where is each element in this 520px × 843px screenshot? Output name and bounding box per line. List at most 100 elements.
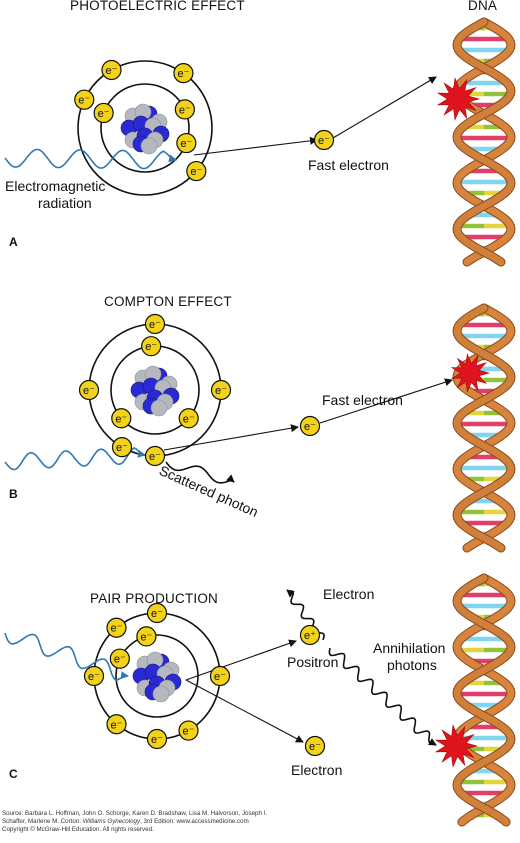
electron-disc [178, 408, 199, 429]
electron-icon: e⁻ [111, 437, 133, 458]
fast-electron-label-b: Fast electron [322, 392, 403, 408]
electron-symbol: e⁻ [149, 451, 161, 463]
electron-icon: e⁻ [111, 408, 132, 429]
electron-disc [144, 313, 166, 335]
electron-symbol: e⁻ [116, 442, 128, 454]
nucleus-icon [120, 103, 170, 155]
dna-helices [452, 17, 516, 827]
electron-icon: e⁻ [176, 132, 197, 154]
electron-symbol: e⁻ [151, 734, 163, 746]
electron-icon: e⁻ [106, 714, 127, 735]
dna-strand [453, 574, 515, 826]
neutron [152, 685, 170, 703]
electron-symbol: e⁻ [180, 138, 192, 150]
electron-symbol: e⁻ [183, 726, 195, 738]
dna-helix [452, 573, 516, 827]
electron-symbol: e⁻ [309, 741, 321, 753]
electron-disc [109, 648, 130, 669]
radiation-label-line1: Electromagnetic [5, 178, 106, 194]
electron-disc [174, 99, 195, 120]
damage-burst-icon [434, 724, 479, 768]
dna-helix [452, 303, 516, 553]
annihilation-label-line2: photons [387, 657, 437, 673]
dna-strand [453, 574, 515, 826]
electron-symbol: e⁻ [145, 341, 157, 353]
electron-icon: e⁻ [174, 99, 195, 120]
neutron [150, 399, 168, 417]
electron-icon: e⁻ [209, 665, 231, 687]
damage-burst-icon [436, 77, 481, 121]
electron-disc [106, 714, 127, 735]
fast-electron-label-a: Fast electron [308, 157, 389, 173]
nucleus-icon [132, 651, 182, 703]
electron-disc [299, 624, 321, 646]
incident-photon-wave [4, 148, 177, 170]
incident-photon-wave-b [4, 446, 146, 471]
panel-letter-a: A [9, 235, 18, 249]
electron-icon: e⁻ [210, 379, 232, 401]
electron-symbol: e⁻ [183, 413, 195, 425]
annihilation-label-line1: Annihilation [373, 640, 446, 656]
positron-path [185, 639, 297, 681]
source-credit: Source: Barbara L. Hoffman, John O. Scho… [2, 810, 432, 834]
ejected-electron-path-b [163, 424, 299, 451]
electron-icon: e⁻ [74, 89, 95, 110]
credit-line-3: Copyright © McGraw-Hill Education. All r… [2, 826, 154, 833]
electron-disc [136, 626, 157, 647]
electron-icon: e⁻ [109, 648, 130, 669]
electron-symbol: e⁻ [190, 166, 202, 178]
electron-disc [299, 415, 321, 437]
electron-disc [78, 379, 100, 401]
electron-icon: e⁻ [178, 408, 199, 429]
electron-icon: e⁻ [141, 336, 162, 357]
electron-disc [304, 735, 326, 757]
radiation-label-line2: radiation [38, 195, 92, 211]
particle-paths [4, 76, 453, 746]
electron-symbol: e⁻ [177, 68, 189, 80]
electron-label-top: Electron [323, 586, 375, 602]
panel-b-title: COMPTON EFFECT [104, 294, 232, 309]
electron-symbol: e⁻ [179, 104, 191, 116]
electron-disc [141, 336, 162, 357]
atom-nuclei [120, 103, 182, 703]
dna-helix [452, 17, 516, 267]
electron-disc [111, 437, 133, 458]
neutron [140, 137, 158, 155]
electron-disc [93, 102, 114, 124]
electron-symbol: e⁻ [88, 671, 100, 683]
electron-icon: e⁻ [101, 59, 122, 81]
electrons: e⁻ e⁻ e⁻ e⁻ e⁻ e⁻ e⁻ e⁻ e⁻ e⁻ e⁻ e⁻ e⁻ e⁻ e⁻ e⁻ e⁻ e⁻ e⁻ e⁻… [74, 59, 335, 757]
electron-disc [146, 728, 168, 750]
panel-letter-b: B [9, 487, 18, 501]
ejected-electron-path-a [193, 136, 318, 156]
electron-icon: e⁻ [146, 728, 168, 750]
credit-line-1: Source: Barbara L. Hoffman, John O. Scho… [2, 810, 268, 817]
electron-icon: e⁻ [186, 160, 207, 182]
incident-photon-wave-c [4, 632, 129, 682]
inner-orbit [100, 83, 190, 173]
electron-icon: e⁺ [299, 624, 321, 646]
dna-strand [453, 304, 515, 552]
electron-symbol: e⁻ [115, 413, 127, 425]
electron-symbol: e⁻ [140, 631, 152, 643]
panel-letter-c: C [9, 767, 18, 781]
annihilation-photon-down [328, 647, 437, 746]
panel-a-title: PHOTOELECTRIC EFFECT [70, 0, 245, 13]
electron-disc [146, 602, 168, 624]
electron-icon: e⁻ [299, 415, 321, 437]
electron-icon: e⁻ [78, 379, 100, 401]
electron-path-c [185, 679, 304, 743]
electron-icon: e⁻ [313, 129, 335, 151]
electron-icon: e⁻ [178, 720, 199, 741]
electron-symbol: e⁻ [214, 671, 226, 683]
electron-disc [210, 379, 232, 401]
panel-c-title: PAIR PRODUCTION [90, 591, 219, 606]
electron-symbol: e⁻ [114, 654, 126, 666]
fast-electron-path-b [319, 378, 453, 424]
damage-burst-icon [450, 353, 491, 393]
electron-icon: e⁻ [146, 602, 168, 624]
electron-disc [74, 89, 95, 110]
electron-disc [111, 408, 132, 429]
